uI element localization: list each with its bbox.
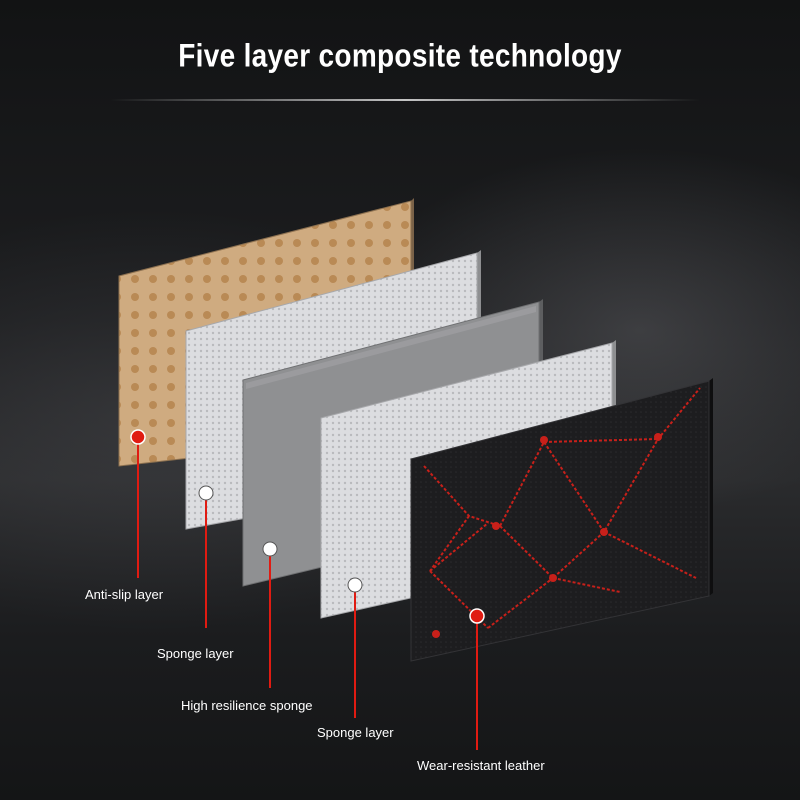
- callout-high-resilience: [262, 541, 278, 688]
- callout-sponge-2: [347, 577, 363, 718]
- label-high-resilience-sponge: High resilience sponge: [181, 698, 313, 713]
- callout-sponge-1: [198, 485, 214, 628]
- callout-anti-slip: [130, 429, 146, 578]
- label-sponge-layer-1: Sponge layer: [157, 646, 234, 661]
- stitch-knots: [432, 433, 662, 638]
- title-divider: [110, 99, 700, 101]
- label-wear-resistant-leather: Wear-resistant leather: [417, 758, 545, 773]
- label-anti-slip-layer: Anti-slip layer: [85, 587, 164, 602]
- callout-leather: [469, 608, 485, 750]
- page-title: Five layer composite technology: [178, 37, 622, 74]
- label-sponge-layer-2: Sponge layer: [317, 725, 394, 740]
